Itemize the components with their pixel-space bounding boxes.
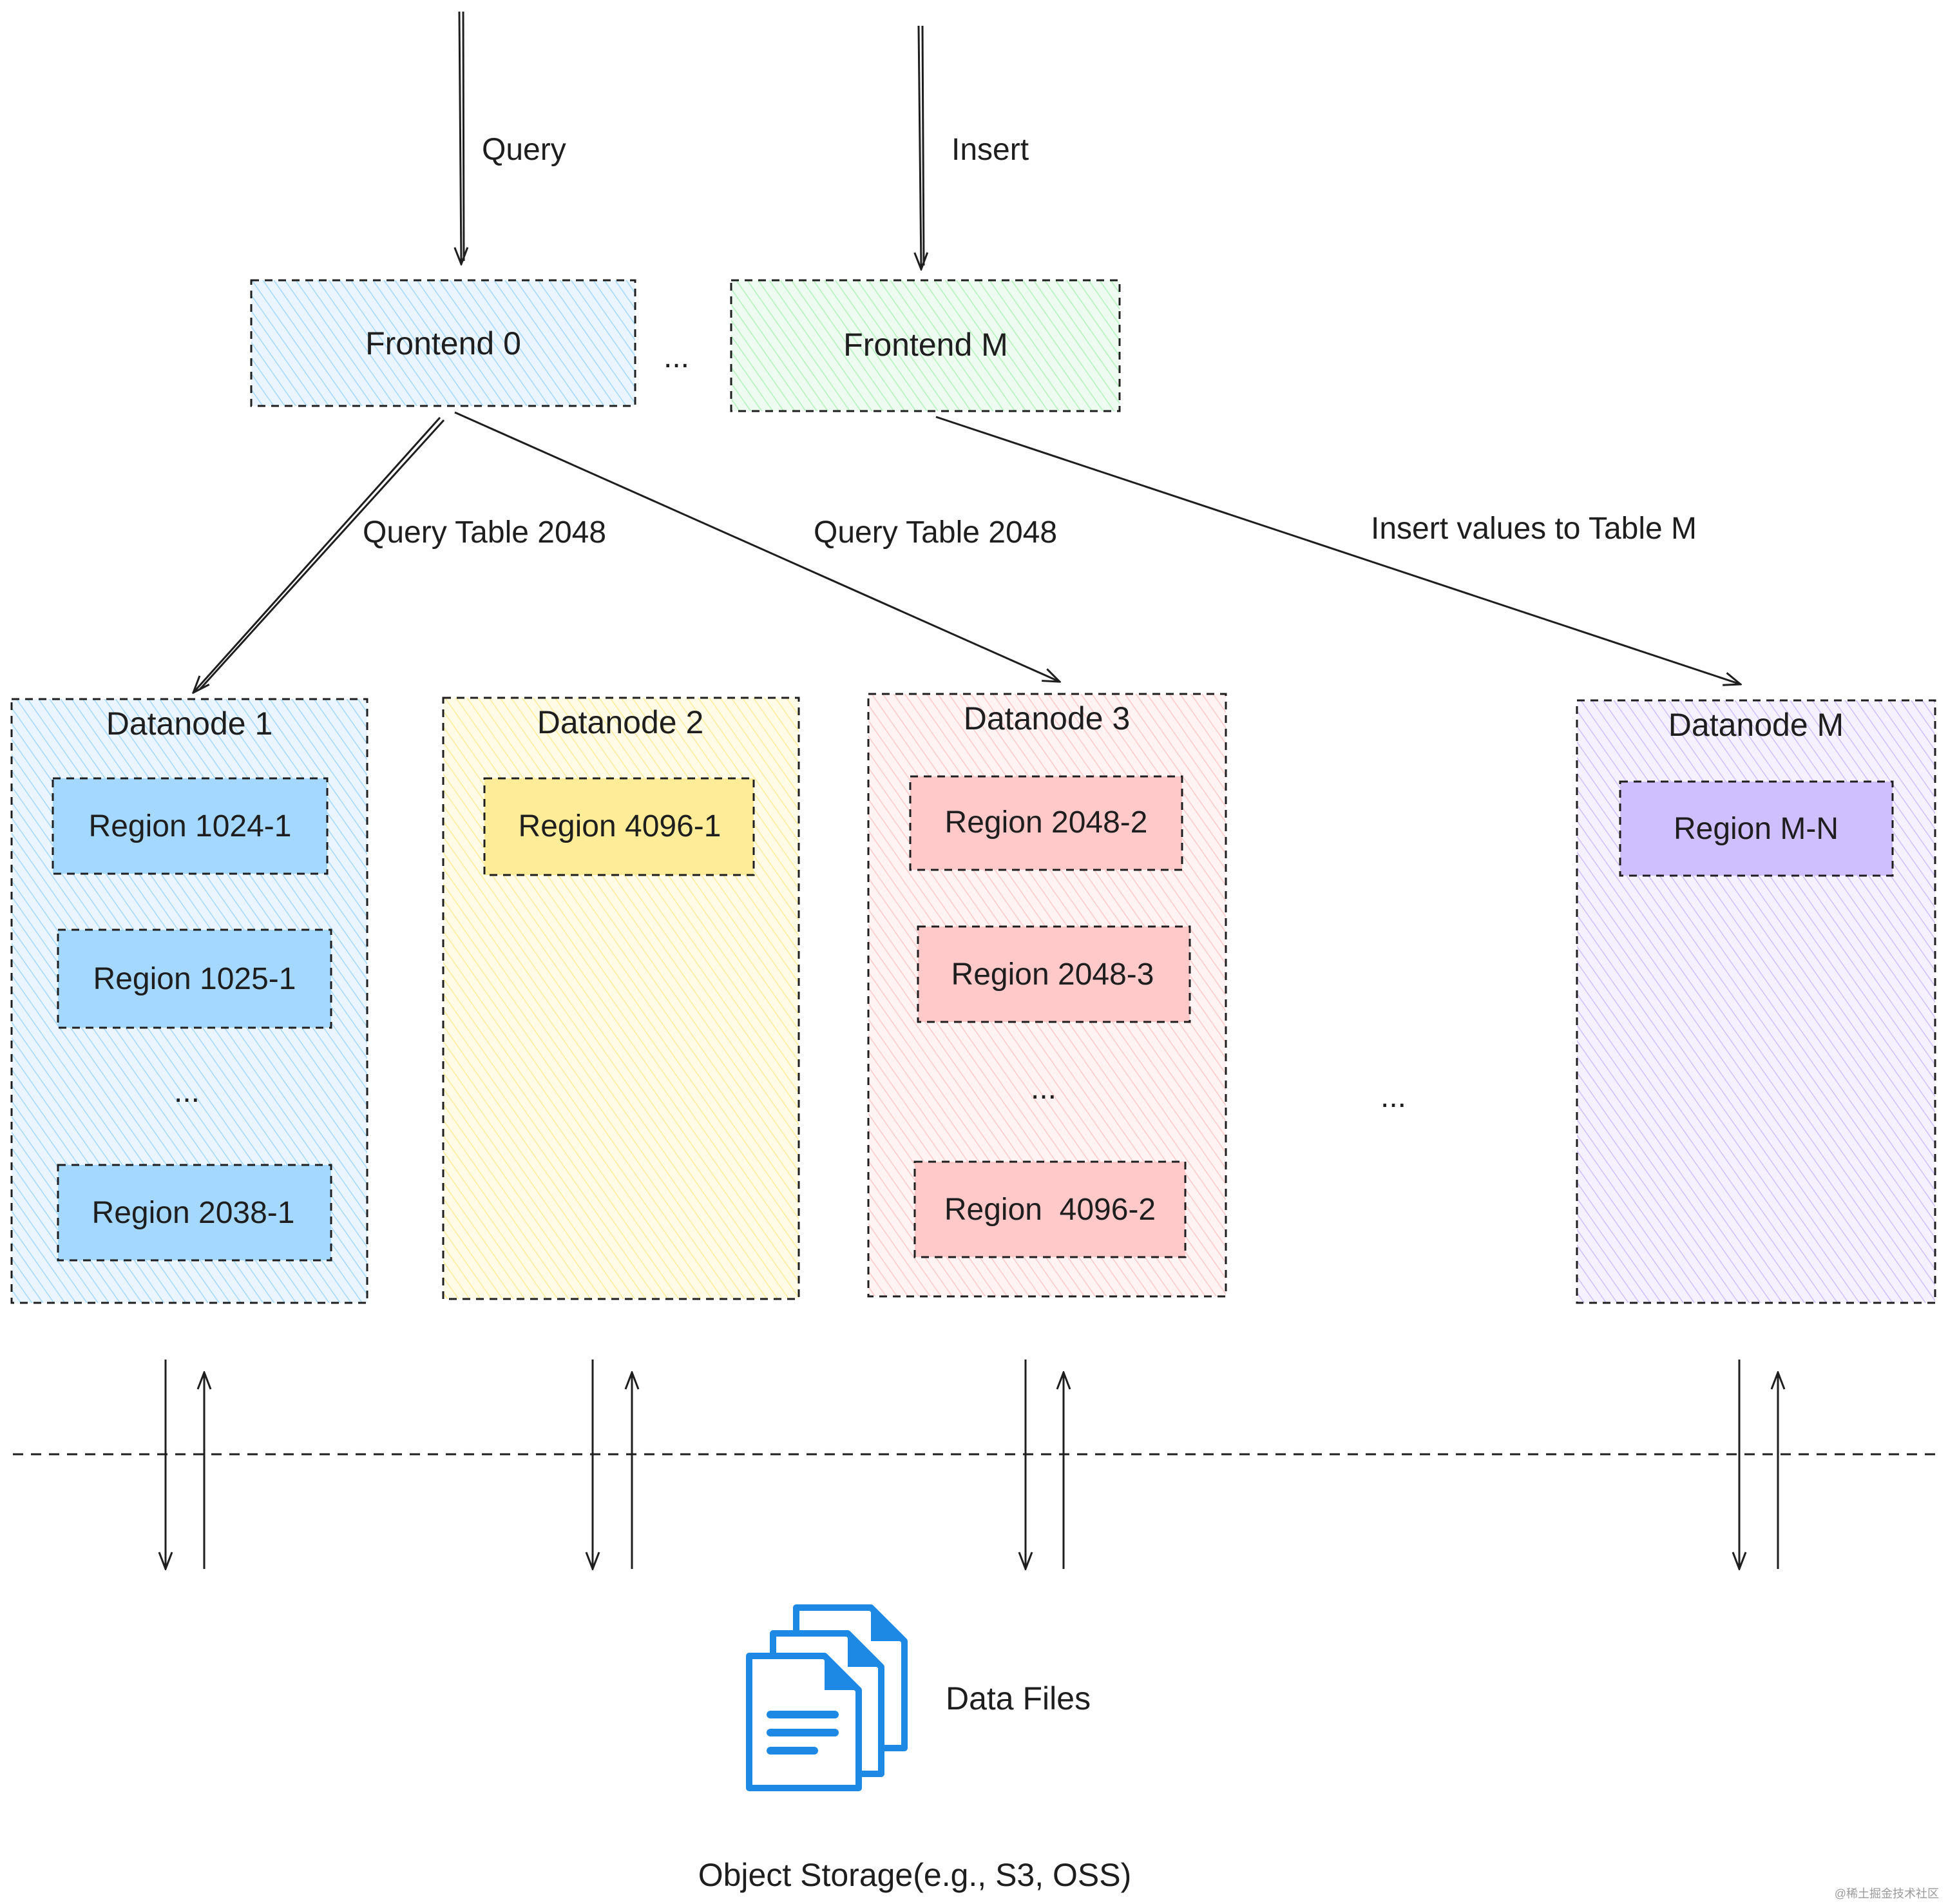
insert-arrow — [919, 25, 924, 269]
data-files-label: Data Files — [946, 1680, 1091, 1716]
datanode-3-ellipsis: ... — [1031, 1072, 1056, 1106]
region-1024-1: Region 1024-1 — [52, 777, 329, 875]
datanode-1-title: Datanode 1 — [106, 706, 273, 742]
document-files-icon — [746, 1604, 908, 1791]
region-2048-2: Region 2048-2 — [909, 775, 1183, 871]
datanode-1: Datanode 1 Region 1024-1 Region 1025-1 .… — [10, 698, 368, 1304]
region-2038-1-label: Region 2038-1 — [92, 1196, 295, 1230]
frontend-0-label: Frontend 0 — [365, 325, 521, 361]
region-4096-2: Region 4096-2 — [913, 1160, 1187, 1258]
io-arrows-datanode-3 — [1026, 1360, 1064, 1569]
region-m-n: Region M-N — [1619, 780, 1894, 877]
query-table-right-label: Query Table 2048 — [814, 515, 1057, 550]
frontend-m-label: Frontend M — [843, 327, 1008, 363]
query-table-left-label: Query Table 2048 — [363, 515, 606, 550]
insert-values-label: Insert values to Table M — [1371, 512, 1697, 546]
io-arrows-datanode-1 — [166, 1360, 204, 1569]
query-table-arrow-left — [193, 416, 445, 693]
frontend-0-node: Frontend 0 — [250, 279, 636, 407]
datanodes-ellipsis: ... — [1380, 1080, 1406, 1114]
datanode-2: Datanode 2 Region 4096-1 — [442, 697, 800, 1300]
region-2048-3-label: Region 2048-3 — [951, 957, 1154, 992]
region-4096-1-label: Region 4096-1 — [519, 809, 721, 843]
region-1024-1-label: Region 1024-1 — [89, 809, 292, 843]
io-arrows-datanode-2 — [593, 1360, 632, 1569]
insert-values-arrow — [935, 416, 1741, 684]
datanode-1-ellipsis: ... — [174, 1075, 200, 1109]
watermark: @稀土掘金技术社区 — [1835, 1887, 1939, 1900]
region-4096-1: Region 4096-1 — [483, 777, 755, 876]
region-2038-1: Region 2038-1 — [57, 1164, 332, 1262]
region-1025-1-label: Region 1025-1 — [93, 962, 296, 996]
frontend-m-node: Frontend M — [730, 279, 1121, 412]
region-4096-2-label: Region 4096-2 — [944, 1193, 1156, 1227]
datanode-3-title: Datanode 3 — [964, 700, 1131, 736]
region-2048-2-label: Region 2048-2 — [945, 805, 1148, 840]
insert-label: Insert — [951, 133, 1029, 167]
datanode-m-title: Datanode M — [1668, 707, 1844, 743]
query-table-arrow-right — [454, 411, 1060, 682]
io-arrows-datanode-m — [1739, 1360, 1778, 1569]
query-label: Query — [482, 133, 566, 167]
region-2048-3: Region 2048-3 — [917, 925, 1191, 1023]
frontend-ellipsis: ... — [664, 340, 689, 374]
query-arrow — [459, 11, 464, 264]
region-m-n-label: Region M-N — [1674, 812, 1838, 846]
datanode-2-title: Datanode 2 — [537, 704, 704, 740]
datanode-3: Datanode 3 Region 2048-2 Region 2048-3 .… — [867, 693, 1227, 1298]
object-storage-caption: Object Storage(e.g., S3, OSS) — [698, 1857, 1132, 1893]
datanode-m: Datanode M Region M-N — [1576, 699, 1936, 1304]
region-1025-1: Region 1025-1 — [57, 928, 332, 1029]
